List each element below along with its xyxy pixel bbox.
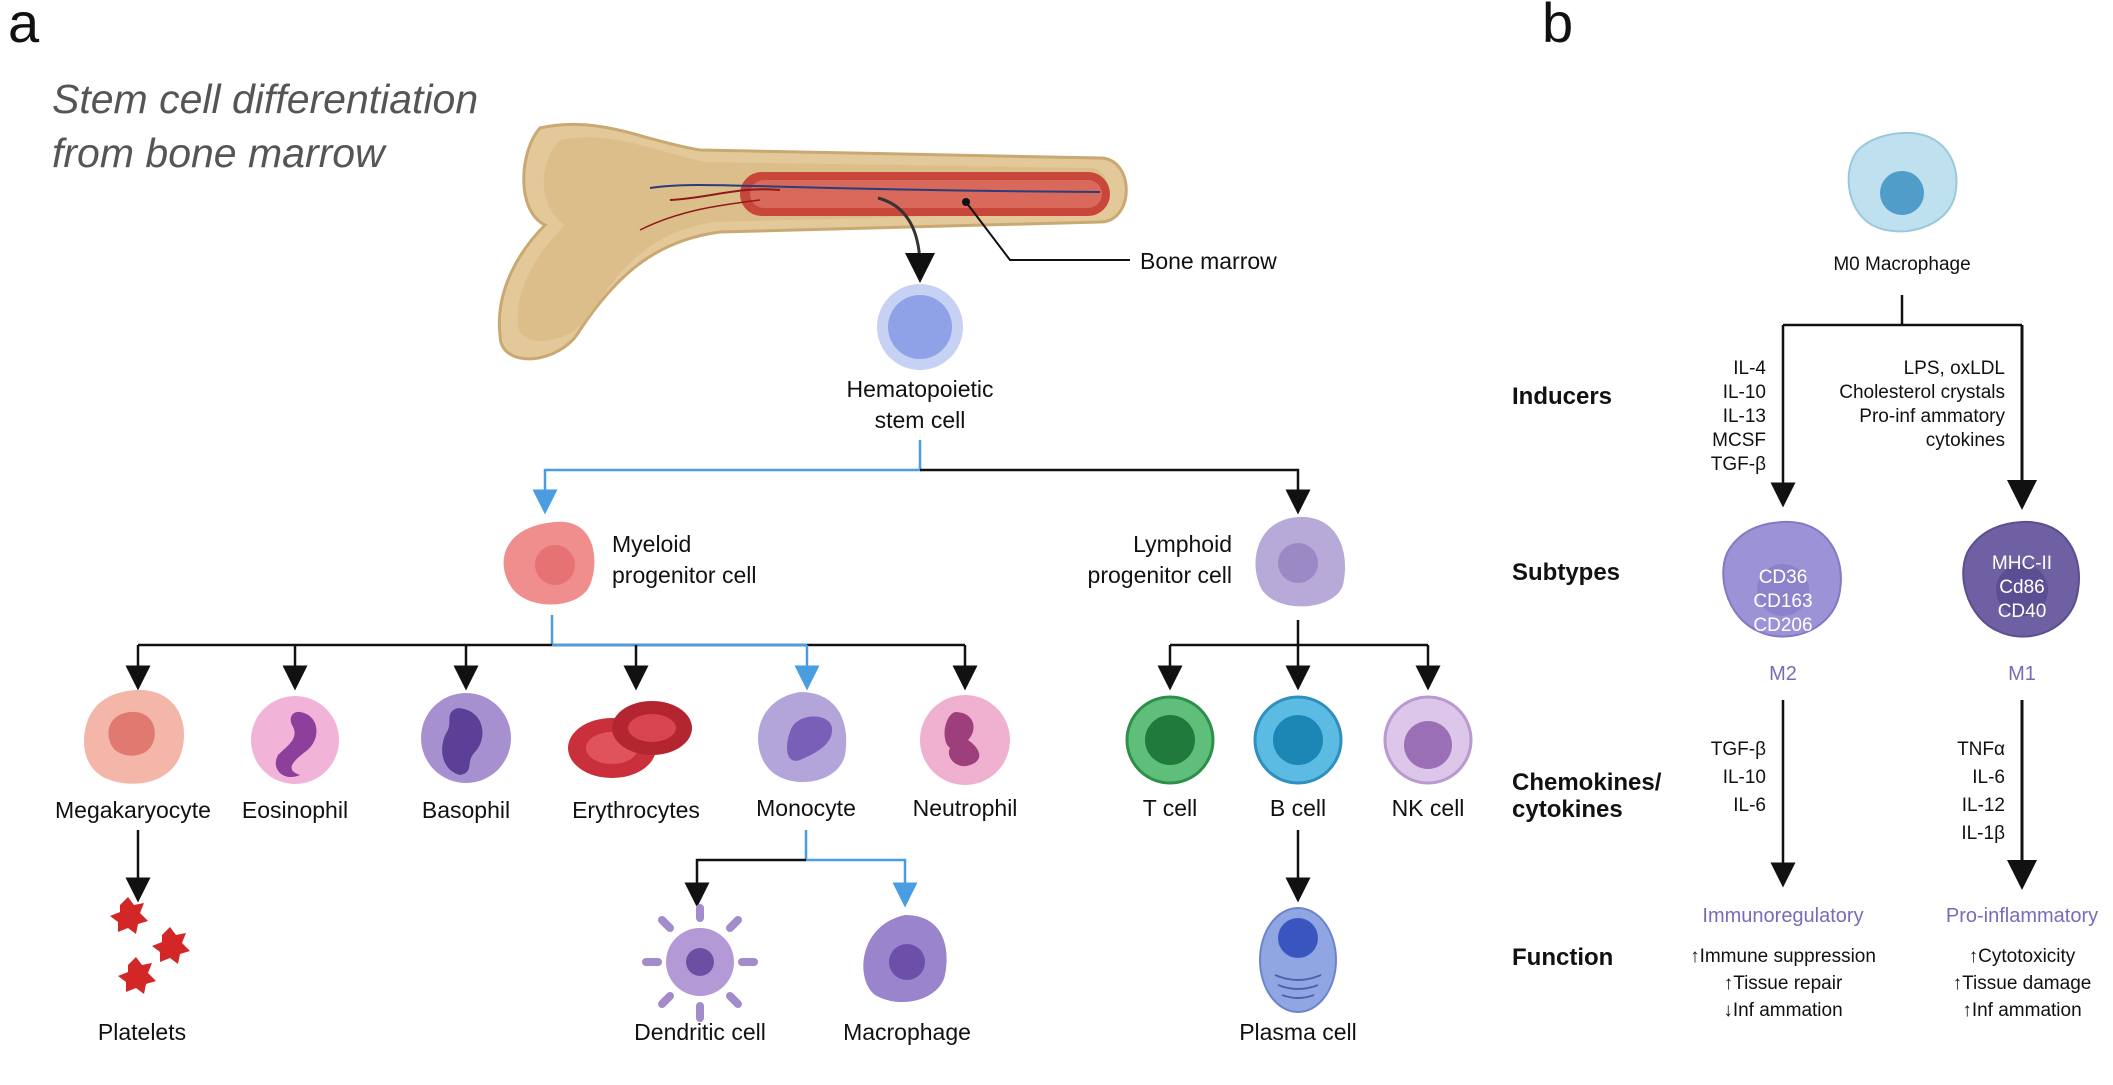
m1-marker: CD40	[1998, 601, 2047, 622]
m1-cytokine: IL-6	[1972, 767, 2005, 788]
m2-inducer: IL-10	[1723, 382, 1766, 403]
platelets-icon	[110, 897, 190, 994]
panel-b-label: b	[1542, 0, 1573, 54]
b-cell-label: B cell	[1270, 795, 1326, 821]
m1-cytokine: IL-12	[1962, 795, 2005, 816]
basophil-icon	[421, 693, 511, 783]
m1-inducer: Cholesterol crystals	[1839, 382, 2005, 403]
monocyte-label: Monocyte	[756, 795, 856, 821]
m2-marker: CD206	[1753, 615, 1812, 636]
myeloid-label-line2: progenitor cell	[612, 562, 756, 588]
t-cell-label: T cell	[1143, 795, 1198, 821]
m1-function: ↑Cytotoxicity	[1969, 946, 2076, 967]
monocyte-branch-lines	[684, 830, 918, 908]
lymphoid-label-line1: Lymphoid	[1133, 531, 1232, 557]
m2-inducer: TGF-β	[1711, 454, 1766, 475]
monocyte-icon	[758, 692, 847, 782]
m2-function-title: Immunoregulatory	[1702, 905, 1863, 927]
myeloid-branch-lines	[125, 615, 978, 691]
hsc-label-line1: Hematopoietic	[846, 376, 993, 402]
row-heading-chemokines-line2: cytokines	[1512, 796, 1623, 823]
bone-marrow-label: Bone marrow	[1140, 248, 1277, 274]
plasma-cell-icon	[1259, 907, 1337, 1013]
m2-cytokine: TGF-β	[1711, 739, 1766, 760]
m0-branch-lines	[1770, 295, 2037, 510]
macrophage-icon	[863, 915, 947, 1003]
m1-cytokine: TNFα	[1957, 739, 2005, 760]
m2-label: M2	[1769, 663, 1797, 685]
erythrocytes-label: Erythrocytes	[572, 797, 700, 823]
m1-function: ↑Tissue damage	[1953, 973, 2092, 994]
m1-macrophage-icon	[1962, 520, 2080, 638]
m2-function: ↑Immune suppression	[1690, 946, 1876, 967]
m0-label: M0 Macrophage	[1833, 254, 1970, 275]
eosinophil-icon	[251, 696, 339, 784]
row-heading-inducers: Inducers	[1512, 383, 1612, 410]
hsc-branch-lines	[532, 440, 1311, 515]
neutrophil-icon	[920, 695, 1010, 785]
b-cell-icon	[1253, 695, 1343, 785]
bone-illustration	[497, 122, 1128, 361]
panel-a-title-line2: from bone marrow	[52, 130, 387, 176]
m2-cytokine: IL-10	[1723, 767, 1766, 788]
panel-a-title-line1: Stem cell differentiation	[52, 76, 478, 122]
hsc-label-line2: stem cell	[875, 407, 966, 433]
platelets-label: Platelets	[98, 1019, 186, 1045]
row-heading-subtypes: Subtypes	[1512, 559, 1620, 586]
nk-cell-icon	[1383, 695, 1473, 785]
m2-marker: CD36	[1759, 567, 1808, 588]
nk-cell-label: NK cell	[1392, 795, 1465, 821]
m1-inducer: Pro-inf ammatory	[1859, 406, 2005, 427]
m1-marker: Cd86	[1999, 577, 2044, 598]
m2-marker: CD163	[1753, 591, 1812, 612]
plasma-cell-label: Plasma cell	[1239, 1019, 1357, 1045]
m2-function: ↓Inf ammation	[1723, 1000, 1842, 1021]
myeloid-progenitor-icon	[503, 521, 595, 605]
m1-inducer: LPS, oxLDL	[1904, 358, 2005, 379]
neutrophil-label: Neutrophil	[913, 795, 1018, 821]
m2-inducer: IL-13	[1723, 406, 1766, 427]
megakaryocyte-icon	[84, 689, 185, 784]
m1-marker: MHC-II	[1992, 553, 2052, 574]
lymphoid-label-line2: progenitor cell	[1088, 562, 1232, 588]
marrow-pointer-line	[965, 201, 1130, 261]
m2-inducer: MCSF	[1712, 430, 1766, 451]
m2-cytokine: IL-6	[1733, 795, 1766, 816]
row-heading-chemokines-line1: Chemokines/	[1512, 769, 1662, 796]
lymphoid-branch-lines	[1157, 620, 1441, 691]
dendritic-cell-label: Dendritic cell	[634, 1019, 766, 1045]
m0-macrophage-icon	[1847, 131, 1958, 233]
eosinophil-label: Eosinophil	[242, 797, 348, 823]
m2-function: ↑Tissue repair	[1724, 973, 1843, 994]
erythrocytes-icon	[568, 701, 692, 778]
hematopoietic-stem-cell-icon	[877, 284, 963, 370]
m1-function-title: Pro-inflammatory	[1946, 905, 2098, 927]
m1-function: ↑Inf ammation	[1962, 1000, 2081, 1021]
megakaryocyte-label: Megakaryocyte	[55, 797, 211, 823]
m1-cytokine: IL-1β	[1961, 823, 2005, 844]
myeloid-label-line1: Myeloid	[612, 531, 691, 557]
m1-label: M1	[2008, 663, 2036, 685]
m2-inducer: IL-4	[1733, 358, 1766, 379]
lymphoid-progenitor-icon	[1255, 516, 1346, 607]
basophil-label: Basophil	[422, 797, 510, 823]
row-heading-function: Function	[1512, 944, 1613, 971]
dendritic-cell-icon	[642, 904, 758, 1022]
macrophage-label: Macrophage	[843, 1019, 971, 1045]
m1-inducer: cytokines	[1926, 430, 2005, 451]
t-cell-icon	[1125, 695, 1215, 785]
m2-macrophage-icon	[1722, 520, 1842, 638]
bone-to-hsc-arrow	[877, 196, 935, 283]
panel-a-label: a	[8, 0, 40, 54]
